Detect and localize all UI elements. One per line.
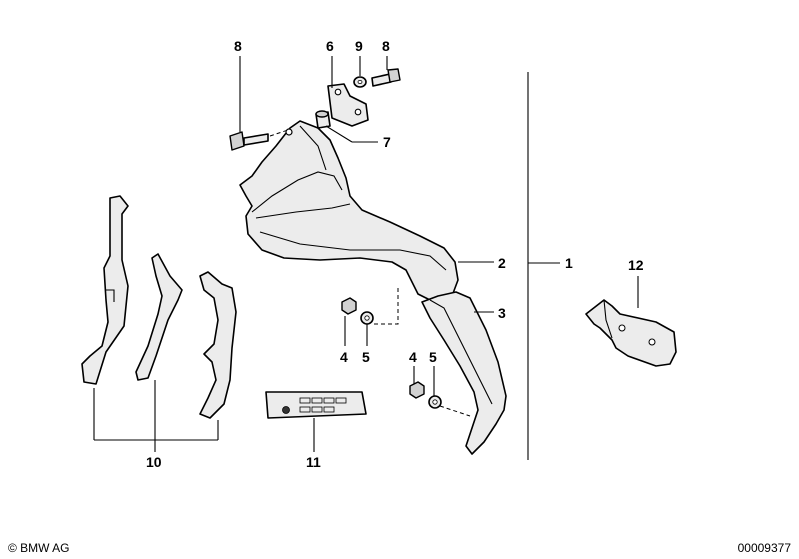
callout-11: 11	[306, 454, 321, 470]
callout-4-right: 4	[409, 349, 417, 365]
trim-strip-10-a[interactable]	[81, 195, 129, 385]
callout-10: 10	[146, 454, 162, 470]
callout-4-left: 4	[340, 349, 348, 365]
trim-strip-10-c[interactable]	[199, 271, 237, 419]
nut-part-4-left[interactable]	[341, 297, 357, 315]
callout-3: 3	[498, 305, 506, 321]
callout-5-left: 5	[362, 349, 370, 365]
screw-part-8-left[interactable]	[229, 131, 269, 151]
washer-part-5-right[interactable]	[428, 395, 442, 409]
nut-part-4-right[interactable]	[409, 381, 425, 399]
washer-part-5-left[interactable]	[360, 311, 374, 325]
callout-8-right: 8	[382, 38, 390, 54]
screw-part-8-right[interactable]	[371, 68, 401, 87]
trim-strip-10-b[interactable]	[135, 253, 183, 381]
fairing-part-2[interactable]	[239, 120, 459, 303]
diagram-id-label: 00009377	[737, 541, 791, 555]
spacer-part-7[interactable]	[315, 110, 331, 129]
callout-9: 9	[355, 38, 363, 54]
bracket-part-6[interactable]	[327, 83, 369, 127]
callout-5-right: 5	[429, 349, 437, 365]
callout-7: 7	[383, 134, 391, 150]
copyright-label: © BMW AG	[8, 541, 70, 555]
washer-part-9[interactable]	[353, 76, 367, 88]
leader-lines	[93, 56, 639, 460]
badge-plate-part-11[interactable]	[265, 391, 367, 419]
bmw-logo-icon	[282, 406, 290, 414]
callout-8-left: 8	[234, 38, 242, 54]
callout-12: 12	[628, 257, 644, 273]
fairing-part-3[interactable]	[421, 291, 507, 455]
callout-2: 2	[498, 255, 506, 271]
callout-6: 6	[326, 38, 334, 54]
bracket-part-12[interactable]	[585, 299, 677, 367]
callout-1: 1	[565, 255, 573, 271]
callouts: 8 6 9 8 7 2 1 3 12 4 5 4 5 10 11	[146, 38, 644, 470]
